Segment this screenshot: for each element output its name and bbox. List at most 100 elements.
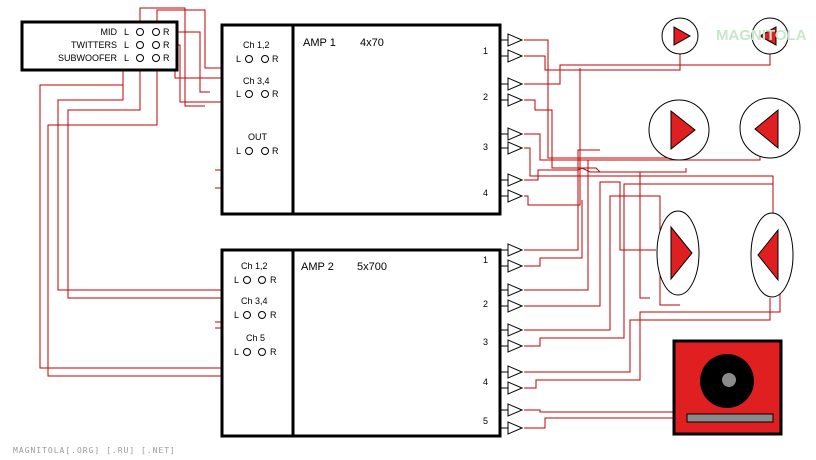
jack-label-l: L bbox=[234, 347, 239, 357]
output-terminal bbox=[507, 243, 524, 257]
jack bbox=[258, 311, 266, 319]
jack-label-r: R bbox=[163, 53, 170, 63]
jack-label-r: R bbox=[272, 146, 279, 156]
mid-left bbox=[648, 99, 710, 161]
jack-label-r: R bbox=[270, 310, 277, 320]
source-row-subwoofer: SUBWOOFER L R bbox=[58, 53, 170, 63]
source-row-label: SUBWOOFER bbox=[58, 53, 118, 63]
output-terminal bbox=[507, 141, 524, 155]
jack-label-l: L bbox=[236, 89, 241, 99]
speaker-triangle-icon bbox=[670, 225, 693, 281]
speaker-triangle-icon bbox=[673, 26, 692, 46]
output-terminal bbox=[507, 403, 524, 417]
jack bbox=[243, 311, 251, 319]
mid-right bbox=[739, 97, 801, 159]
watermark-bottom: MAGNITOLA[.ORG] [.RU] [.NET] bbox=[13, 446, 176, 455]
source-row-twitters: TWITTERS L R bbox=[71, 40, 170, 50]
jack-label-r: R bbox=[163, 40, 170, 50]
output-terminal bbox=[507, 77, 524, 91]
output-terminal bbox=[507, 365, 524, 379]
output-terminal bbox=[507, 173, 524, 187]
speaker-triangle-icon bbox=[757, 228, 779, 282]
amp1-title: AMP 1 bbox=[303, 37, 336, 49]
speaker-triangle-icon bbox=[754, 108, 779, 150]
amp2-power: 5x700 bbox=[357, 261, 387, 273]
jack-label-r: R bbox=[163, 27, 170, 37]
amp2-input-label: Ch 5 bbox=[246, 333, 265, 343]
jack-label-l: L bbox=[124, 53, 129, 63]
jack-label-l: L bbox=[124, 27, 129, 37]
output-terminal bbox=[507, 299, 524, 313]
jack bbox=[136, 28, 144, 36]
jack-label-r: R bbox=[270, 347, 277, 357]
output-terminal bbox=[507, 189, 524, 203]
amp1-input-label: OUT bbox=[248, 132, 268, 142]
source-row-mid: MID L R bbox=[101, 27, 171, 37]
door-left bbox=[656, 210, 700, 296]
jack-label-r: R bbox=[270, 275, 277, 285]
source-row-label: MID bbox=[101, 27, 118, 37]
amp1: AMP 1 4x70 Ch 1,2 L R Ch 3,4 L R OUT L R… bbox=[220, 23, 524, 216]
amp2-channel-label: 5 bbox=[483, 416, 488, 426]
jack bbox=[152, 41, 160, 49]
amp2-channel-label: 3 bbox=[483, 337, 488, 347]
amp1-channel-label: 3 bbox=[483, 142, 488, 152]
jack bbox=[136, 41, 144, 49]
output-terminal bbox=[507, 323, 524, 337]
jack bbox=[258, 348, 266, 356]
jack bbox=[245, 147, 253, 155]
amp2-title: AMP 2 bbox=[301, 261, 334, 273]
jack-label-l: L bbox=[236, 146, 241, 156]
source-box bbox=[20, 20, 179, 72]
jack bbox=[258, 276, 266, 284]
amp1-power: 4x70 bbox=[360, 37, 384, 49]
source-unit: MID L R TWITTERS L R SUBWOOFER L R bbox=[20, 20, 179, 72]
subwoofer bbox=[672, 339, 783, 436]
amp2-body bbox=[220, 248, 502, 438]
amp1-output-terminals bbox=[500, 33, 524, 203]
jack-label-l: L bbox=[234, 275, 239, 285]
output-terminal bbox=[507, 33, 524, 47]
output-terminal bbox=[507, 127, 524, 141]
amp1-input-label: Ch 3,4 bbox=[243, 76, 270, 86]
jack-label-l: L bbox=[124, 40, 129, 50]
output-terminal bbox=[507, 381, 524, 395]
output-terminal bbox=[507, 339, 524, 353]
amp1-channel-label: 2 bbox=[483, 92, 488, 102]
watermark-logo: MAGNITOLA bbox=[716, 27, 807, 44]
jack bbox=[243, 348, 251, 356]
door-right bbox=[750, 212, 794, 298]
amp2-channel-label: 4 bbox=[483, 377, 488, 387]
amp2: AMP 2 5x700 Ch 1,2 L R Ch 3,4 L R Ch 5 L… bbox=[220, 243, 524, 438]
jack bbox=[261, 90, 269, 98]
speaker-triangle-icon bbox=[670, 109, 696, 151]
source-row-label: TWITTERS bbox=[71, 40, 117, 50]
jack bbox=[261, 55, 269, 63]
jack bbox=[243, 276, 251, 284]
tweeter-right bbox=[751, 17, 789, 55]
amp2-input-label: Ch 3,4 bbox=[241, 296, 268, 306]
output-terminal bbox=[507, 283, 524, 297]
output-terminal bbox=[507, 259, 524, 273]
amp2-output-terminals bbox=[500, 243, 524, 435]
amp2-channel-label: 2 bbox=[483, 299, 488, 309]
jack-label-l: L bbox=[236, 54, 241, 64]
speaker-triangle-icon bbox=[758, 26, 777, 46]
jack bbox=[261, 147, 269, 155]
amp1-channel-label: 1 bbox=[483, 46, 488, 56]
tweeter-left bbox=[661, 17, 699, 55]
jack-label-r: R bbox=[272, 54, 279, 64]
jack bbox=[136, 54, 144, 62]
output-terminal bbox=[507, 49, 524, 63]
jack bbox=[245, 90, 253, 98]
jack bbox=[152, 28, 160, 36]
output-terminal bbox=[507, 93, 524, 107]
amp2-input-label: Ch 1,2 bbox=[241, 261, 268, 271]
amp1-body bbox=[220, 23, 502, 216]
amp1-input-label: Ch 1,2 bbox=[243, 40, 270, 50]
output-terminal bbox=[507, 421, 524, 435]
amp1-channel-label: 4 bbox=[483, 188, 488, 198]
jack-label-l: L bbox=[234, 310, 239, 320]
jack-label-r: R bbox=[272, 89, 279, 99]
